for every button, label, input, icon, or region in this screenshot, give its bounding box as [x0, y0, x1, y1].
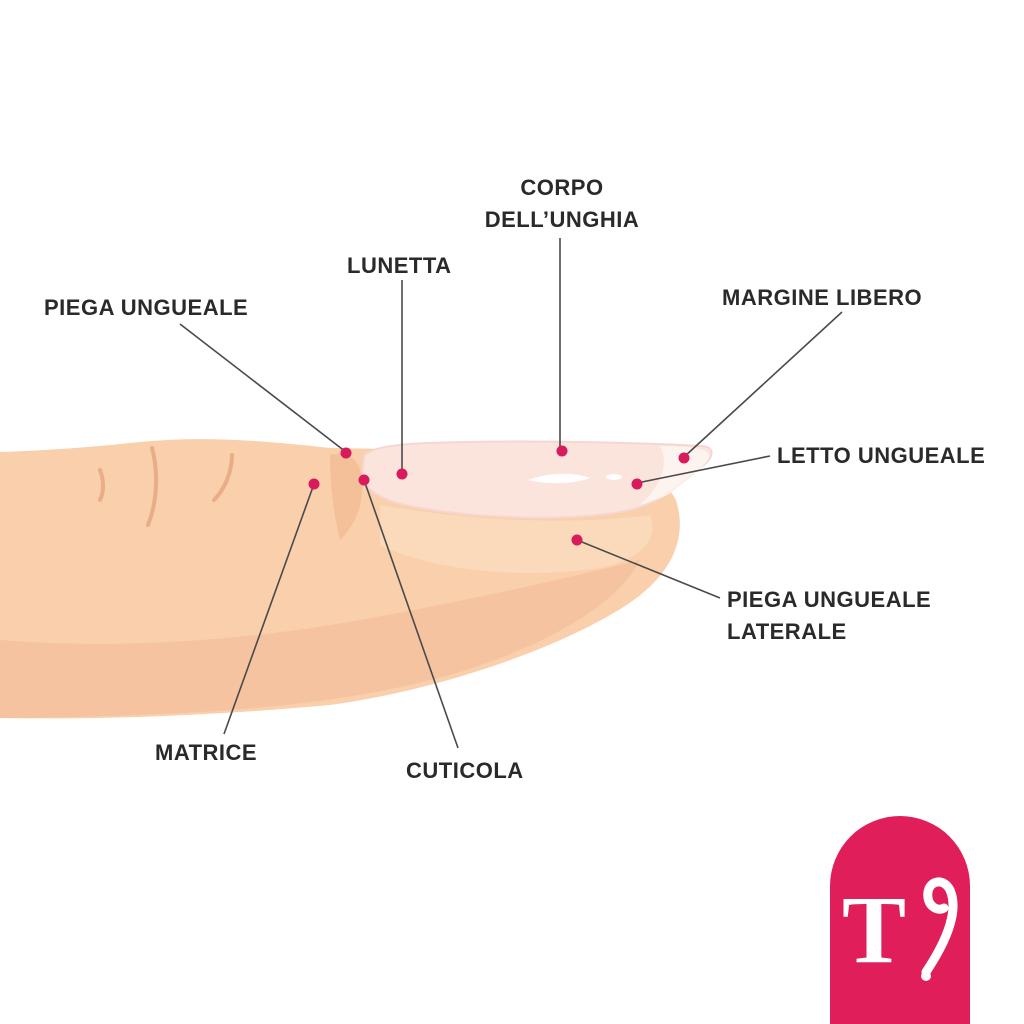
knuckle-wrinkle: [146, 446, 159, 527]
leader-lines: [179, 238, 843, 749]
leader-letto-ungueale: [636, 455, 771, 484]
label-letto-ungueale: LETTO UNGUEALE: [777, 443, 986, 468]
marker-lunetta: [396, 468, 408, 480]
nail-reflection: [528, 473, 590, 484]
leader-piega-ungueale: [179, 323, 347, 453]
nail-fold-shading: [330, 453, 363, 540]
brand-logo: T: [830, 816, 970, 1024]
knuckle-wrinkle: [98, 468, 105, 502]
marker-margine-libero: [678, 452, 690, 464]
label-piega-ungueale: PIEGA UNGUEALE: [44, 295, 249, 320]
marker-corpo: [556, 445, 568, 457]
brand-logo-mark: T: [842, 876, 906, 983]
marker-matrice: [308, 478, 320, 490]
lateral-fold-shape: [380, 505, 653, 574]
label-corpo-dell-unghia: CORPO DELL’UNGHIA: [474, 172, 650, 236]
label-lunetta: LUNETTA: [347, 253, 452, 278]
markers: [308, 445, 690, 546]
brand-logo-shape: [830, 816, 970, 1024]
marker-piega-ungueale: [340, 447, 352, 459]
marker-letto-ungueale: [631, 478, 643, 490]
knuckle-wrinkle: [212, 453, 234, 502]
marker-cuticola: [358, 474, 370, 486]
label-piega-laterale-line2: LATERALE: [727, 619, 847, 644]
brand-logo-dot: [921, 971, 931, 981]
label-piega-ungueale-laterale: PIEGA UNGUEALE LATERALE: [727, 584, 931, 648]
marker-piega-laterale: [571, 534, 583, 546]
label-cuticola: CUTICOLA: [406, 758, 524, 783]
label-matrice: MATRICE: [155, 740, 258, 765]
label-corpo-line1: CORPO: [520, 175, 604, 200]
label-margine-libero: MARGINE LIBERO: [722, 285, 923, 310]
leader-piega-laterale: [576, 539, 721, 599]
leader-matrice: [223, 483, 315, 735]
brand-logo-swoosh: [921, 877, 958, 977]
finger-underside-shadow: [0, 560, 640, 718]
leader-margine-libero: [683, 311, 843, 458]
leader-cuticola: [363, 479, 459, 749]
label-piega-laterale-line1: PIEGA UNGUEALE: [727, 587, 932, 612]
nail-reflection: [606, 474, 622, 480]
label-corpo-line2: DELL’UNGHIA: [484, 207, 640, 232]
